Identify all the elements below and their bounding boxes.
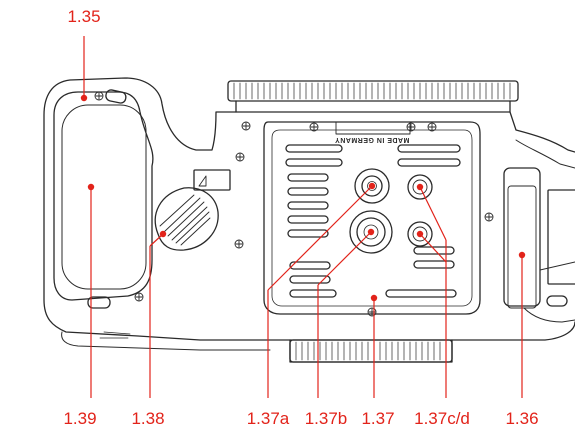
- bottom-ring: [289, 339, 453, 363]
- body-outline: [43, 77, 575, 341]
- callout-label-latch: 1.38: [131, 409, 164, 428]
- callout-label-side-door: 1.36: [505, 409, 538, 428]
- callout-label-battery-door: 1.39: [63, 409, 96, 428]
- lens-mount-ring: [227, 80, 519, 113]
- callout-label-guide-holes: 1.37c/d: [414, 409, 470, 428]
- tripod-socket-upper: [354, 168, 390, 204]
- base-plate: [263, 121, 481, 315]
- battery-door: [53, 91, 154, 301]
- callout-label-socket-b: 1.37b: [305, 409, 348, 428]
- screws: [94, 91, 494, 317]
- callout-label-base-plate: 1.37: [361, 409, 394, 428]
- guide-hole-lower: [407, 221, 433, 247]
- callout-label-top: 1.35: [67, 7, 100, 26]
- tripod-socket-lower: [349, 210, 393, 254]
- left-window: [193, 169, 231, 191]
- right-side-door: [503, 139, 575, 323]
- battery-door-latch: [154, 175, 219, 251]
- camera-body: [43, 77, 575, 363]
- callout-label-socket-a: 1.37a: [247, 409, 290, 428]
- callout-leaders: [83, 36, 523, 398]
- guide-hole-upper: [407, 174, 433, 200]
- engraving-text: MADE IN GERMANY: [335, 136, 410, 143]
- callout-dots: [80, 94, 526, 302]
